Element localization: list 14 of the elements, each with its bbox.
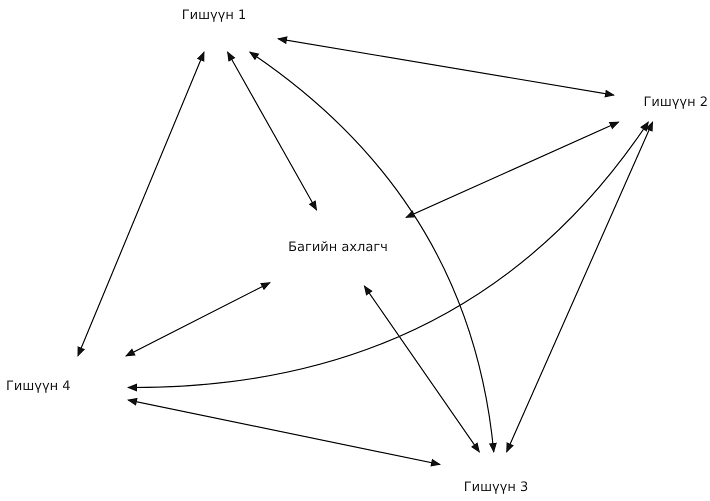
node-label: Гишүүн 3 — [464, 480, 528, 496]
double-arrow — [125, 282, 271, 357]
double-arrow — [127, 398, 441, 467]
double-arrow — [248, 51, 497, 453]
double-arrow — [364, 285, 480, 453]
double-arrow — [277, 36, 615, 98]
double-arrow — [77, 51, 205, 357]
node-label: Гишүүн 2 — [643, 94, 708, 112]
double-arrow — [127, 121, 649, 392]
double-arrow — [506, 121, 654, 453]
double-arrow — [227, 51, 318, 211]
node-label: Гишүүн 4 — [6, 378, 71, 396]
node-label: Гишүүн 1 — [182, 8, 246, 24]
double-arrow — [405, 121, 620, 218]
